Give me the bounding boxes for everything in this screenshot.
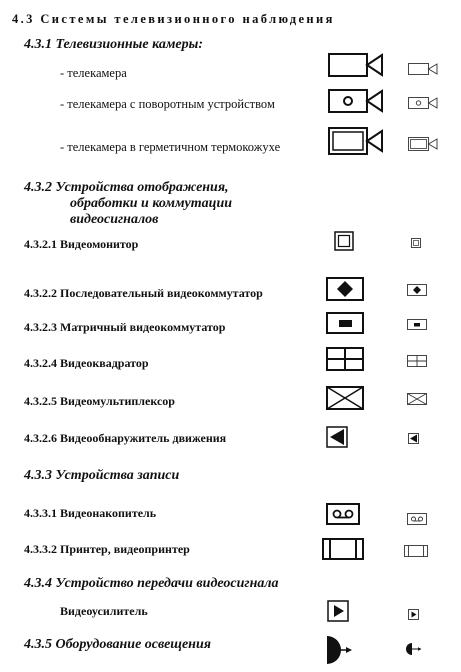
sequential-switcher-symbol-small [407,284,427,296]
printer-symbol-large [322,538,364,560]
camera-symbol-small [408,63,438,75]
amplifier-symbol-small [408,609,419,620]
list-item: 4.3.2.1 Видеомонитор [24,237,139,251]
list-item: 4.3.3.2 Принтер, видеопринтер [24,542,190,556]
list-item: - телекамера с поворотным устройством [60,97,275,111]
recorder-symbol-large [326,503,360,525]
quad-symbol-large [326,347,364,371]
rotary-camera-symbol-small [408,97,438,109]
page-title: 4.3 Системы телевизионного наблюдения [12,12,335,26]
amplifier-symbol-large [327,600,349,622]
section-heading-lighting: 4.3.5 Оборудование освещения [24,637,211,652]
lighting-symbol-small [406,642,422,656]
lighting-symbol-large [324,633,354,667]
list-item: 4.3.3.1 Видеонакопитель [24,506,157,520]
quad-symbol-small [407,355,427,367]
section-heading-display: 4.3.2 Устройства отображения, [24,180,229,195]
list-item: 4.3.2.6 Видеообнаружитель движения [24,431,227,445]
monitor-symbol-small [411,238,421,248]
section-heading-cameras: 4.3.1 Телевизионные камеры: [24,37,203,52]
motion-detector-symbol-large [326,426,348,448]
thermal-housing-camera-symbol-large [328,126,384,156]
rotary-camera-symbol-large [328,88,384,114]
list-item: 4.3.2.2 Последовательный видеокоммутатор [24,286,263,300]
multiplexer-symbol-small [407,393,427,405]
list-item: - телекамера [60,66,127,80]
recorder-symbol-small [407,513,427,525]
multiplexer-symbol-large [326,386,364,410]
thermal-housing-camera-symbol-small [408,137,438,151]
section-heading-display-line3: видеосигналов [70,212,159,227]
list-item: 4.3.2.4 Видеоквадратор [24,356,149,370]
section-heading-display-line2: обработки и коммутации [70,196,233,211]
list-item: - телекамера в герметичном термокожухе [60,140,281,154]
section-heading-transmission: 4.3.4 Устройство передачи видеосигнала [24,576,279,591]
motion-detector-symbol-small [408,433,419,444]
matrix-switcher-symbol-small [407,319,427,330]
camera-symbol-large [328,52,384,78]
list-item: Видеоусилитель [60,604,148,618]
list-item: 4.3.2.3 Матричный видеокоммутатор [24,320,226,334]
printer-symbol-small [404,545,428,557]
list-item: 4.3.2.5 Видеомультиплексор [24,394,175,408]
sequential-switcher-symbol-large [326,277,364,301]
monitor-symbol-large [334,231,354,251]
matrix-switcher-symbol-large [326,312,364,334]
section-heading-recording: 4.3.3 Устройства записи [24,468,180,483]
